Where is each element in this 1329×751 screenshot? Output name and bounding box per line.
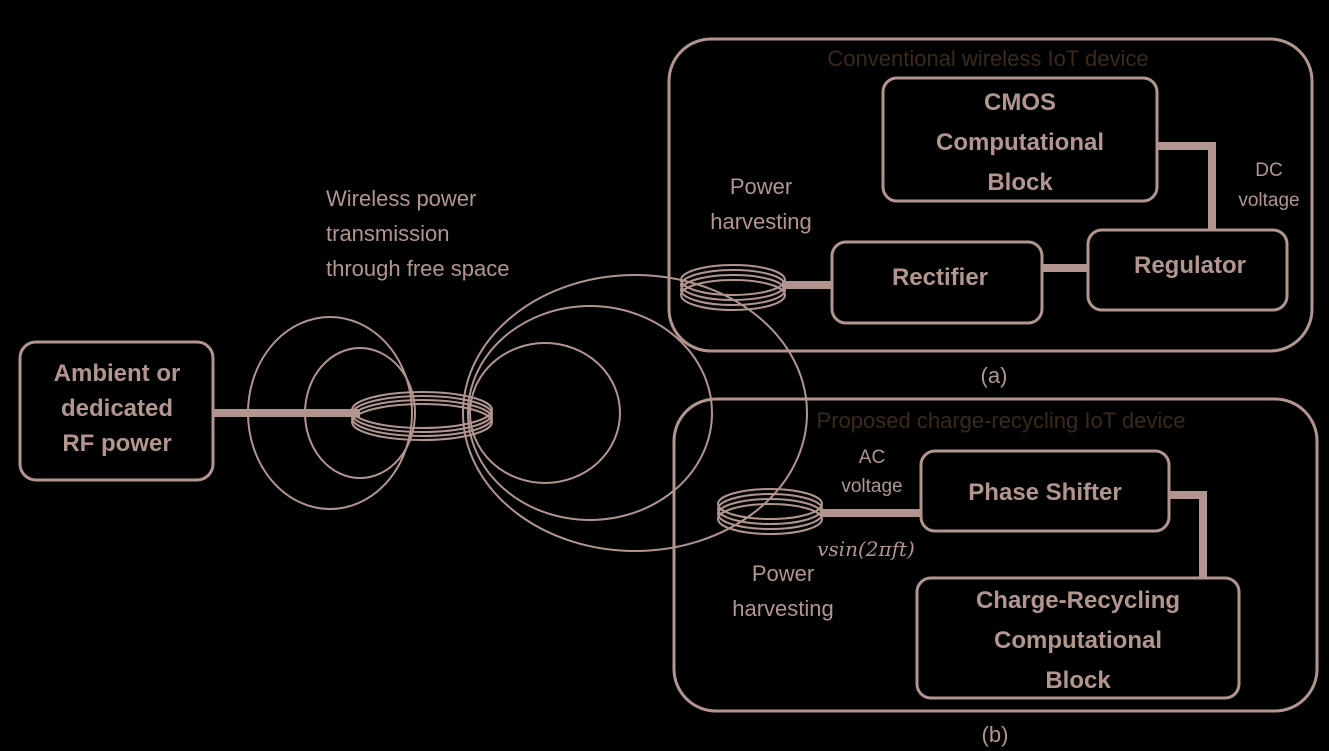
- cmos-line-3: Block: [987, 169, 1053, 196]
- cmos-line-1: CMOS: [984, 89, 1056, 116]
- rectifier-label: Rectifier: [892, 264, 988, 291]
- ac-voltage-line-2: voltage: [841, 476, 902, 497]
- cr-block-line-1: Charge-Recycling: [976, 587, 1180, 614]
- transmission-line-2: transmission: [326, 221, 449, 246]
- panel-a-frame: [667, 37, 1314, 353]
- cr-block-line-3: Block: [1045, 667, 1111, 694]
- harvest-b-line-2: harvesting: [732, 596, 834, 621]
- phase-shifter-box: [919, 449, 1171, 533]
- rf-source-box: [18, 340, 215, 482]
- rf-source-line-2: dedicated: [61, 395, 173, 422]
- rf-source-line-3: RF power: [62, 430, 171, 457]
- rf-source-line-1: Ambient or: [54, 360, 181, 387]
- harvest-coil-b-icon: [717, 488, 823, 535]
- transmitter-coil-icon: [351, 391, 493, 441]
- transmitter-field: [247, 316, 416, 510]
- ac-formula: vsin(2πft): [817, 537, 915, 561]
- cr-block-line-2: Computational: [994, 627, 1162, 654]
- harvest-a-line-2: harvesting: [710, 209, 812, 234]
- cmos-block-box: [881, 76, 1159, 203]
- panel-a-caption: (a): [981, 363, 1008, 388]
- regulator-label: Regulator: [1134, 252, 1246, 279]
- cmos-line-2: Computational: [936, 129, 1104, 156]
- panel-b-caption: (b): [982, 722, 1009, 747]
- panel-b-title: Proposed charge-recycling IoT device: [817, 408, 1186, 433]
- ac-voltage-line-1: AC: [859, 447, 885, 468]
- panel-b-frame: [672, 397, 1319, 713]
- phase-shifter-to-cr-block-wire: [1168, 491, 1207, 580]
- harvest-coil-a-icon: [680, 264, 786, 311]
- transmission-line-1: Wireless power: [326, 186, 476, 211]
- panel-a-title: Conventional wireless IoT device: [827, 46, 1148, 71]
- phase-shifter-label: Phase Shifter: [968, 479, 1121, 506]
- regulator-to-cmos-wire: [1156, 142, 1216, 232]
- rectifier-box: [830, 240, 1044, 325]
- charge-recycling-block-box: [915, 576, 1241, 700]
- dc-voltage-line-1: DC: [1255, 160, 1282, 181]
- receiver-field: [462, 274, 808, 552]
- transmission-line-3: through free space: [326, 256, 509, 281]
- dc-voltage-line-2: voltage: [1238, 190, 1299, 211]
- harvest-b-line-1: Power: [752, 561, 814, 586]
- harvest-a-line-1: Power: [730, 174, 792, 199]
- regulator-box: [1086, 228, 1289, 312]
